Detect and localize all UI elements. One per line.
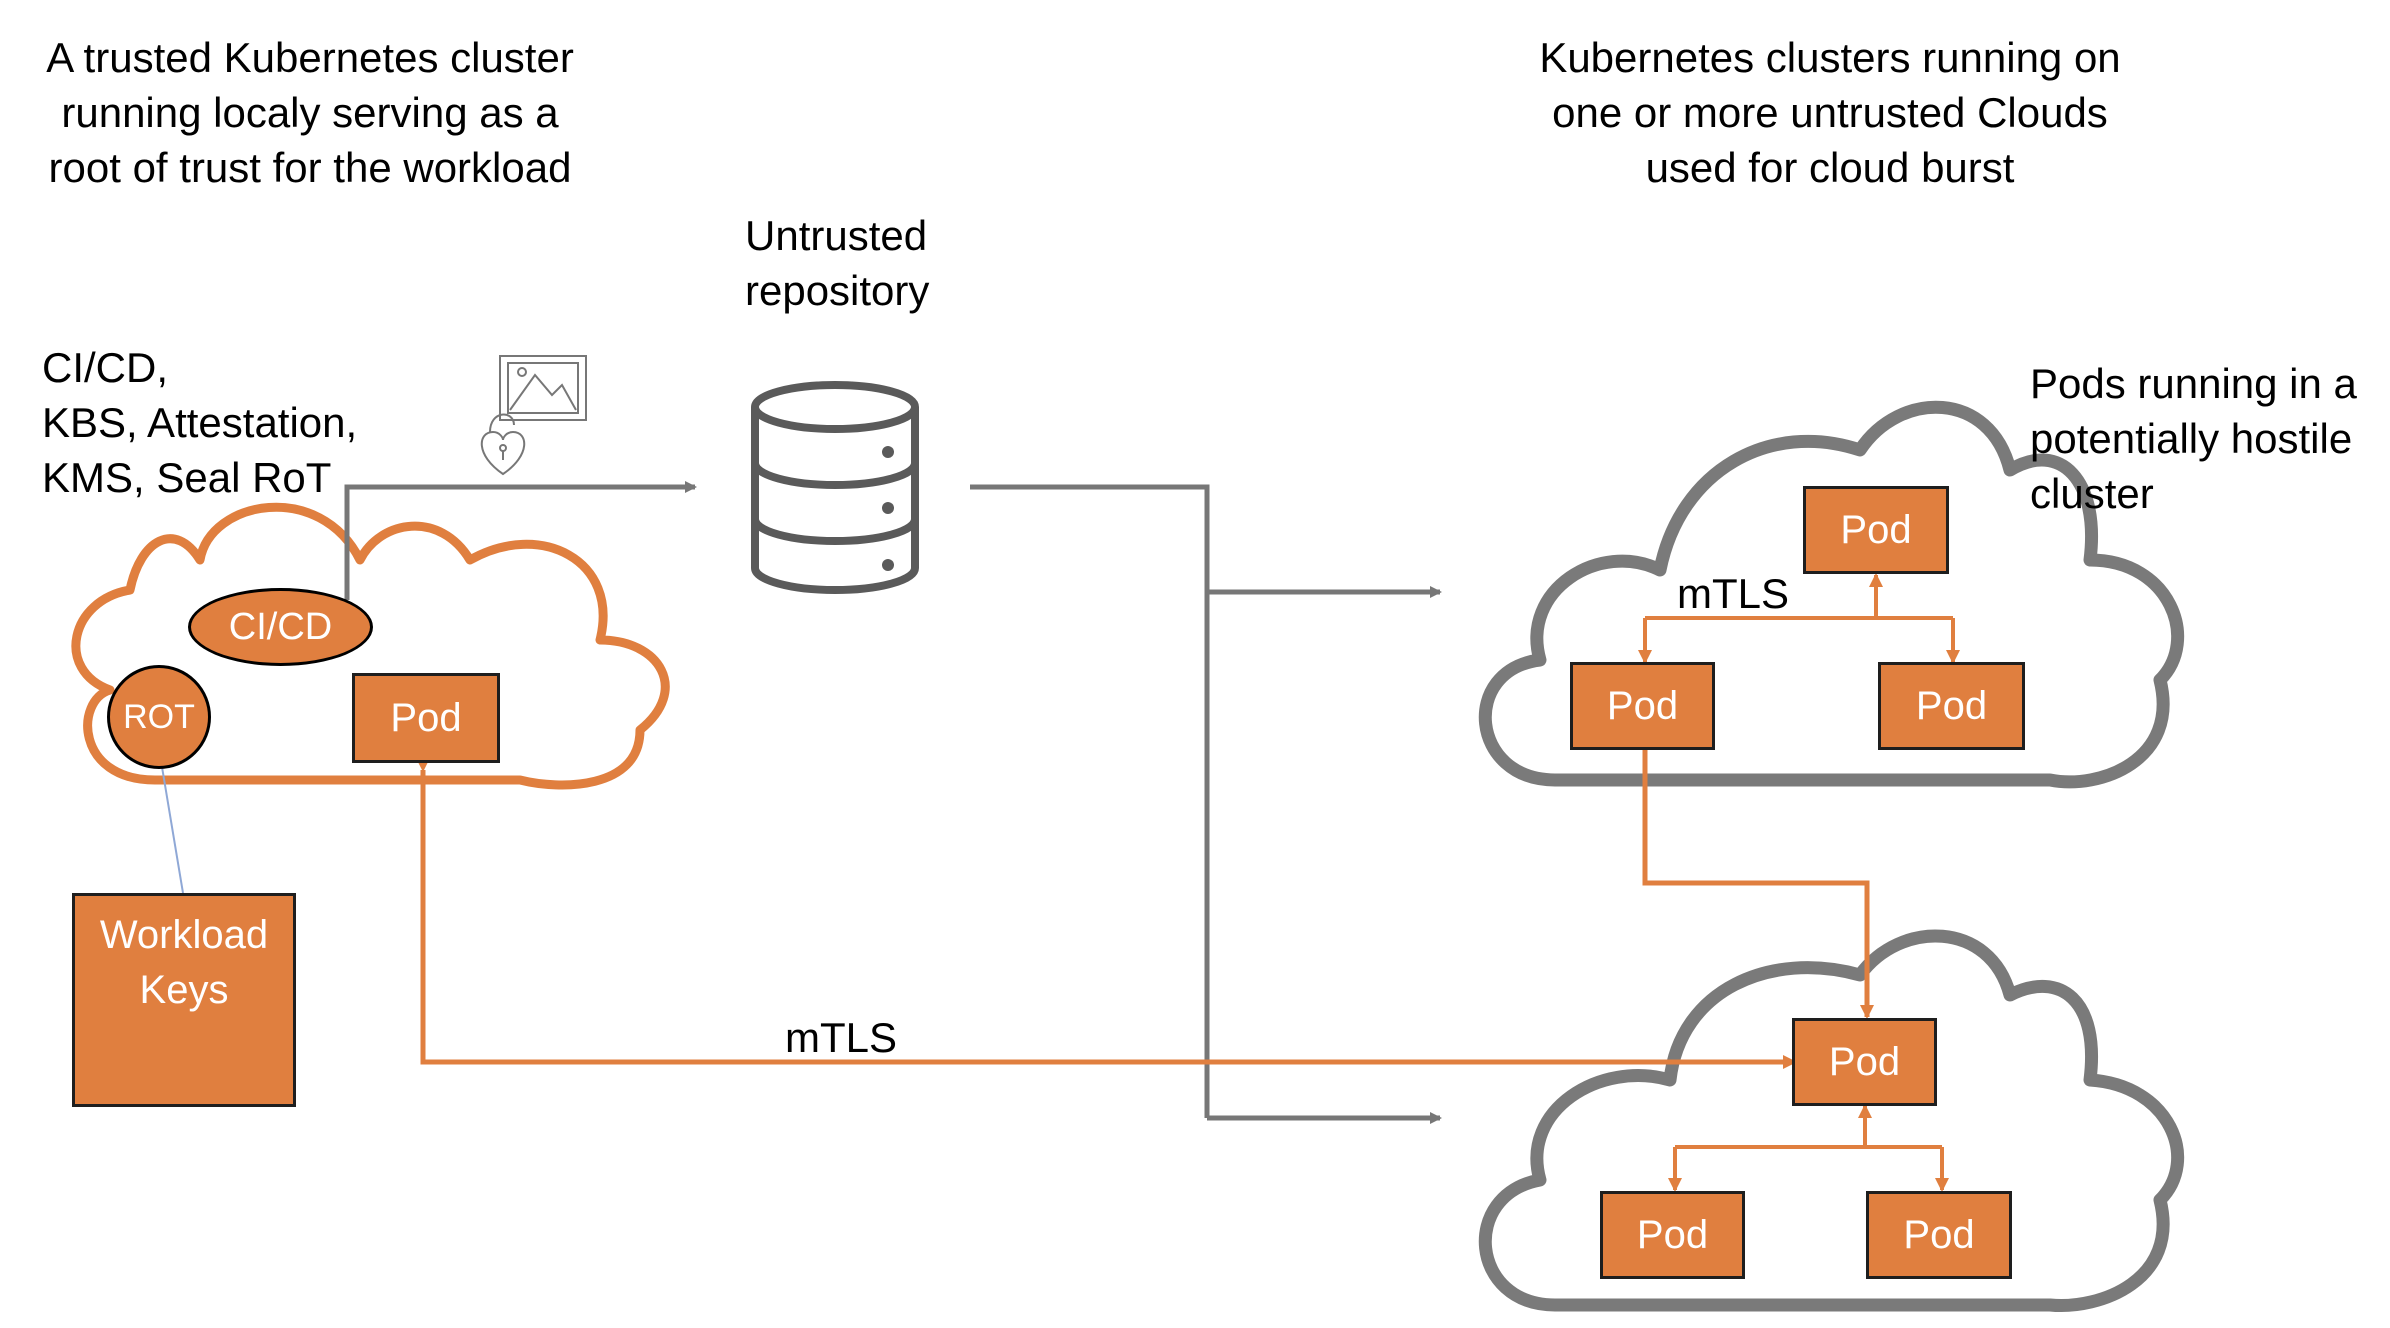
trusted-cloud <box>71 502 670 790</box>
database-icon <box>751 381 919 594</box>
mtls-main-label: mTLS <box>785 1014 898 1061</box>
untrusted-clusters-heading: Kubernetes clusters running on one or mo… <box>1539 34 2121 191</box>
bottom-cloud-pod-upper: Pod <box>1792 1018 1937 1106</box>
pull-line <box>970 484 1210 1118</box>
top-cloud-pod-right: Pod <box>1878 662 2025 750</box>
untrusted-cloud-bottom <box>1478 929 2184 1313</box>
top-cloud-pod-upper: Pod <box>1803 486 1949 574</box>
hostile-pods-label: Pods running in a potentially hostile cl… <box>2030 360 2357 517</box>
cicd-oval: CI/CD <box>188 588 373 666</box>
bottom-cloud-pod-right: Pod <box>1866 1191 2012 1279</box>
workload-keys-box: Workload Keys <box>72 893 296 1107</box>
top-cloud-mtls-label: mTLS <box>1677 570 1790 617</box>
image-icon <box>499 355 587 421</box>
mtls-cluster-link <box>1638 737 1874 1019</box>
rot-circle: ROT <box>107 665 211 769</box>
mtls-main-link <box>416 758 1797 1069</box>
rot-keys-connector <box>159 754 184 894</box>
trusted-cluster-heading: A trusted Kubernetes cluster running loc… <box>46 34 574 191</box>
repository-label: Untrusted repository <box>745 212 930 314</box>
padlock-heart-icon <box>480 413 526 476</box>
top-cloud-pod-left: Pod <box>1570 662 1715 750</box>
services-label: CI/CD, KBS, Attestation, KMS, Seal RoT <box>42 344 358 501</box>
bottom-cloud-pod-left: Pod <box>1600 1191 1745 1279</box>
trusted-pod: Pod <box>352 673 500 763</box>
untrusted-cloud-top <box>1478 400 2184 789</box>
push-arrow <box>344 481 697 600</box>
